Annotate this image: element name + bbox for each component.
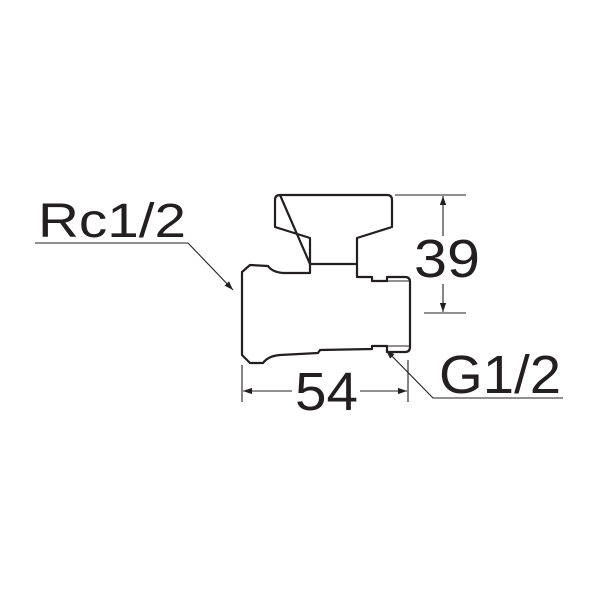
outlet-leader-line [385, 349, 563, 399]
outlet-thread-label: G1/2 [439, 345, 561, 405]
inlet-thread-label: Rc1/2 [38, 195, 186, 248]
width-dimension-label: 54 [295, 362, 358, 422]
height-dimension-label: 39 [414, 229, 480, 289]
valve-handle [273, 193, 394, 266]
valve-body [240, 263, 412, 365]
inlet-leader-line [35, 242, 234, 291]
